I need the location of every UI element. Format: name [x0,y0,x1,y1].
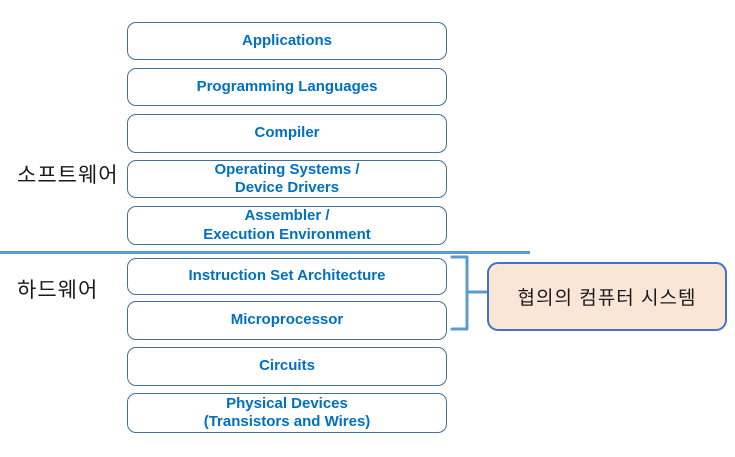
software-hardware-divider [0,251,530,254]
layer-box-assembler: Assembler /Execution Environment [127,206,447,245]
layer-label: Operating Systems / [214,160,360,178]
layer-label-line2: Device Drivers [234,179,340,196]
layer-box-instruction-set-architecture: Instruction Set Architecture [127,258,447,295]
layer-box-applications: Applications [127,22,447,60]
layer-label: Assembler / [244,207,330,225]
layer-box-compiler: Compiler [127,114,447,153]
layer-label-line2: Execution Environment [203,225,371,243]
layer-label: Instruction Set Architecture [188,267,386,285]
software-section-label: 소프트웨어 [17,164,119,187]
layer-label: Compiler [254,124,320,142]
layer-box-circuits: Circuits [127,347,447,386]
group-bracket-icon [450,255,490,331]
layer-label: Circuits [259,357,315,375]
layer-label: Physical Devices [226,394,348,412]
layer-box-microprocessor: Microprocessor [127,301,447,340]
callout-label: 협의의 컴퓨터 시스템 [517,288,697,309]
layer-label: Applications [241,31,332,49]
layer-label: Microprocessor [230,311,344,329]
narrow-computer-system-callout: 협의의 컴퓨터 시스템 [487,262,727,331]
layer-label: Programming Languages [196,77,378,95]
layer-label-line2: (Transistors and Wires) [203,413,371,430]
layer-box-operating-systems: Operating Systems /Device Drivers [127,160,447,198]
hardware-section-label: 하드웨어 [17,279,99,302]
layer-box-physical-devices: Physical Devices(Transistors and Wires) [127,393,447,433]
layer-box-programming-languages: Programming Languages [127,68,447,106]
